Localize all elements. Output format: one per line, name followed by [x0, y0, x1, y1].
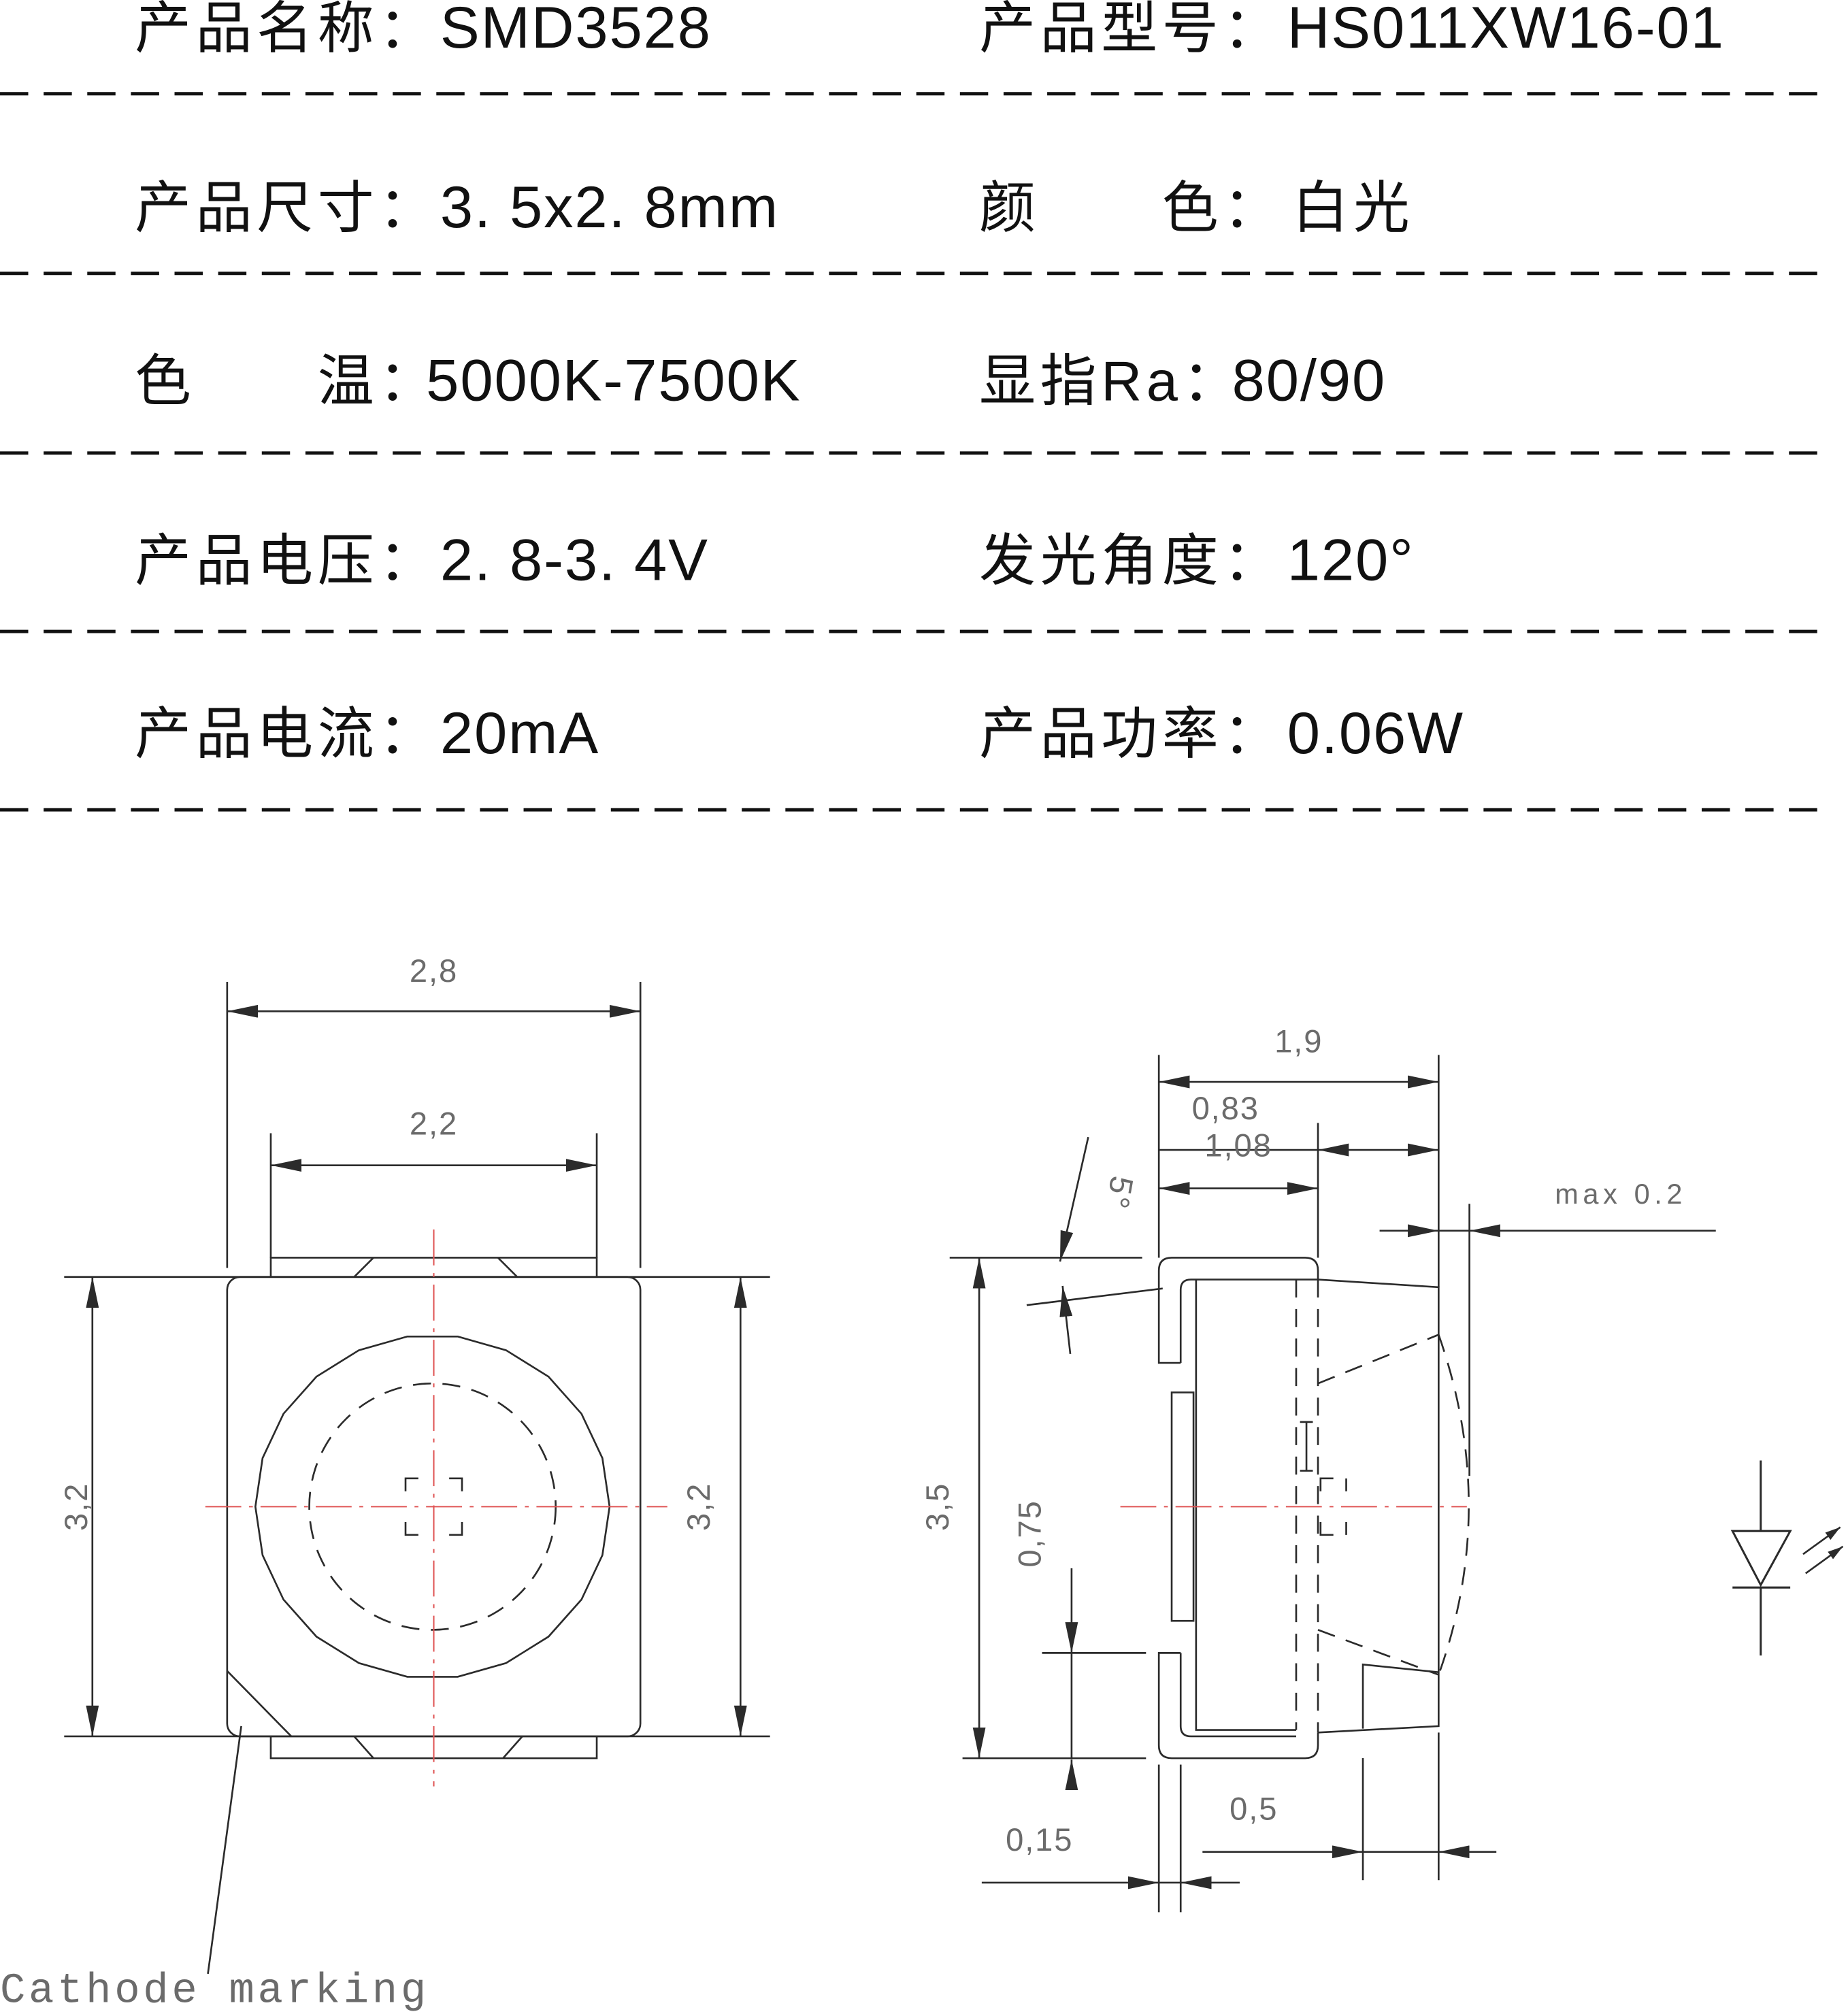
lens-outline: [254, 1335, 611, 1678]
spec-row: 产品电流： 20mA 产品功率： 0.06W: [135, 700, 1464, 766]
body-step: [1362, 1663, 1439, 1729]
color-label: 颜 色：: [979, 176, 1284, 240]
light-emission-arrow: [1804, 1545, 1844, 1574]
power-label: 产品功率：: [979, 702, 1284, 765]
led-diode-icon: [1730, 1460, 1844, 1656]
lead-frame-bottom: [1157, 1652, 1319, 1760]
beam-angle-value: 120°: [1287, 527, 1415, 593]
product-name-value: SMD3528: [440, 0, 712, 61]
beam-angle-label: 发光角度：: [979, 529, 1284, 593]
current-value: 20mA: [440, 700, 599, 766]
color-temperature-label: 色 温：: [135, 350, 440, 413]
voltage-value: 2. 8-3. 4V: [440, 527, 709, 593]
led-triangle: [1730, 1530, 1792, 1587]
dimension-label-max-protrusion: max 0.2: [1555, 1178, 1687, 1210]
side-view-drawing: 1,9 0,83 1,08 5° max 0.2 3,5 0,75: [919, 1023, 1716, 1913]
angle-arrow-lower: [1059, 1285, 1073, 1355]
spec-row: 产品电压： 2. 8-3. 4V 发光角度： 120°: [135, 527, 1415, 593]
dimension-label-pad-length: 0,75: [1012, 1500, 1048, 1567]
voltage-label: 产品电压：: [135, 529, 440, 593]
color-value: 白光: [1292, 176, 1414, 240]
dimension-label-lens-depth: 0,83: [1192, 1090, 1259, 1126]
dimension-label-lead-depth: 1,08: [1204, 1127, 1272, 1163]
product-model-label: 产品型号：: [979, 0, 1284, 60]
body-outline: [1317, 1278, 1440, 1734]
lead-frame-top: [1157, 1257, 1319, 1364]
dimension-label-pad-width: 2,2: [410, 1105, 458, 1141]
power-value: 0.06W: [1287, 700, 1464, 766]
chip-marker: [1319, 1477, 1347, 1536]
dimension-label-lead-thickness: 0,15: [1006, 1821, 1073, 1858]
chip-marker: [404, 1477, 463, 1536]
current-label: 产品电流：: [135, 702, 440, 765]
product-model-value: HS011XW16-01: [1287, 0, 1725, 61]
top-view-drawing: 2,8 2,2 3,2 3,2 Cathode marking: [0, 953, 770, 2014]
draft-angle-line: [1026, 1287, 1163, 1306]
dimension-label-height: 3,5: [919, 1483, 955, 1531]
spec-row: 产品名称： SMD3528 产品型号： HS011XW16-01: [135, 0, 1725, 61]
dimension-label-height-left: 3,2: [58, 1483, 94, 1531]
cathode-chamfer: [226, 1670, 293, 1737]
light-emission-arrow: [1802, 1526, 1841, 1555]
lens-profile: [1438, 1334, 1470, 1675]
dimension-label-step: 0,5: [1230, 1791, 1278, 1827]
dimension-label-draft-angle: 5°: [1100, 1174, 1141, 1212]
dimension-label-outer-width: 2,8: [410, 953, 458, 989]
color-temperature-value: 5000K-7500K: [426, 348, 801, 414]
dimension-label-total-depth: 1,9: [1274, 1023, 1323, 1059]
cathode-leader-line: [207, 1726, 242, 1975]
product-size-value: 3. 5x2. 8mm: [440, 174, 779, 240]
dimension-label-height-right: 3,2: [680, 1483, 716, 1531]
angle-arrow-upper: [1059, 1136, 1089, 1262]
cri-label: 显指Ra：: [979, 350, 1243, 413]
spec-row: 产品尺寸： 3. 5x2. 8mm 颜 色： 白光: [135, 174, 1414, 240]
product-size-label: 产品尺寸：: [135, 176, 440, 240]
cathode-marking-label: Cathode marking: [0, 1966, 429, 2014]
spec-row: 色 温： 5000K-7500K 显指Ra： 80/90: [135, 348, 1387, 414]
reflector-cavity-lines: [1317, 1334, 1439, 1676]
product-name-label: 产品名称：: [135, 0, 440, 60]
chip-edge-mark: [1300, 1421, 1313, 1472]
cri-value: 80/90: [1232, 348, 1387, 414]
body-inner-outline: [1195, 1279, 1296, 1731]
spec-table: 产品名称： SMD3528 产品型号： HS011XW16-01 产品尺寸： 3…: [0, 0, 1829, 812]
